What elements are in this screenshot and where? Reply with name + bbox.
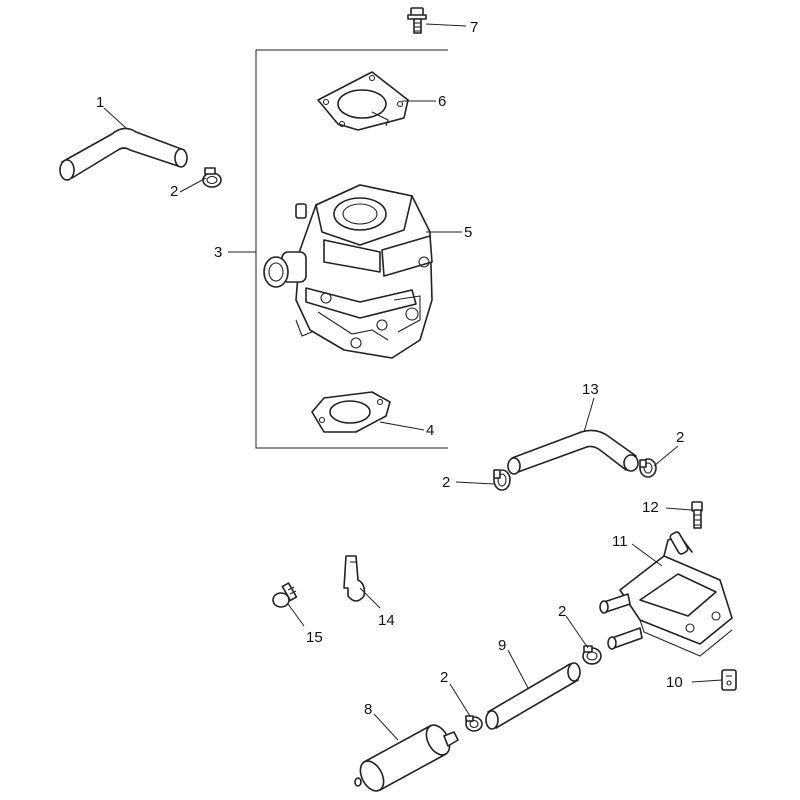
clamp-part-2-a	[202, 167, 222, 188]
callout-5: 5	[464, 224, 472, 241]
clamp-part-2-c	[639, 458, 657, 478]
gasket-part-6	[317, 71, 409, 131]
callout-6: 6	[438, 93, 446, 110]
callout-2: 2	[558, 603, 566, 620]
hose-part-9	[485, 662, 581, 730]
carburetor-part-5	[263, 184, 433, 359]
fuel-filter-part-8	[354, 724, 459, 792]
callout-labels: 1 2 3 4 5 6 7 13 2 2 12 11 10 14 15 2 9 …	[96, 19, 684, 718]
hose-part-1	[59, 127, 188, 181]
callout-2: 2	[170, 183, 178, 200]
bolt-part-12	[691, 501, 703, 529]
gasket-part-4	[311, 391, 391, 433]
callout-8: 8	[364, 701, 372, 718]
callout-2: 2	[676, 429, 684, 446]
clamp-part-2-d	[582, 645, 602, 665]
callout-9: 9	[498, 637, 506, 654]
callout-12: 12	[642, 499, 659, 516]
callout-2: 2	[442, 474, 450, 491]
callout-13: 13	[582, 381, 599, 398]
callout-2: 2	[440, 669, 448, 686]
leader-lines	[103, 23, 723, 741]
bolt-part-7	[407, 7, 427, 34]
clamp-part-2-e	[465, 715, 483, 732]
callout-3: 3	[214, 244, 222, 261]
callout-11: 11	[612, 533, 628, 550]
callout-1: 1	[96, 94, 104, 111]
callout-7: 7	[470, 19, 478, 36]
assembly-bracket	[228, 49, 448, 449]
callout-14: 14	[378, 612, 395, 629]
hose-part-13	[507, 429, 639, 475]
clamp-part-2-b	[493, 469, 511, 491]
callout-10: 10	[666, 674, 683, 691]
bolt-part-15	[272, 582, 298, 608]
clip-part-10	[721, 669, 737, 691]
callout-4: 4	[426, 422, 434, 439]
bracket-part-14	[343, 555, 366, 602]
fuel-pump-part-11	[599, 531, 733, 657]
callout-15: 15	[306, 629, 323, 646]
